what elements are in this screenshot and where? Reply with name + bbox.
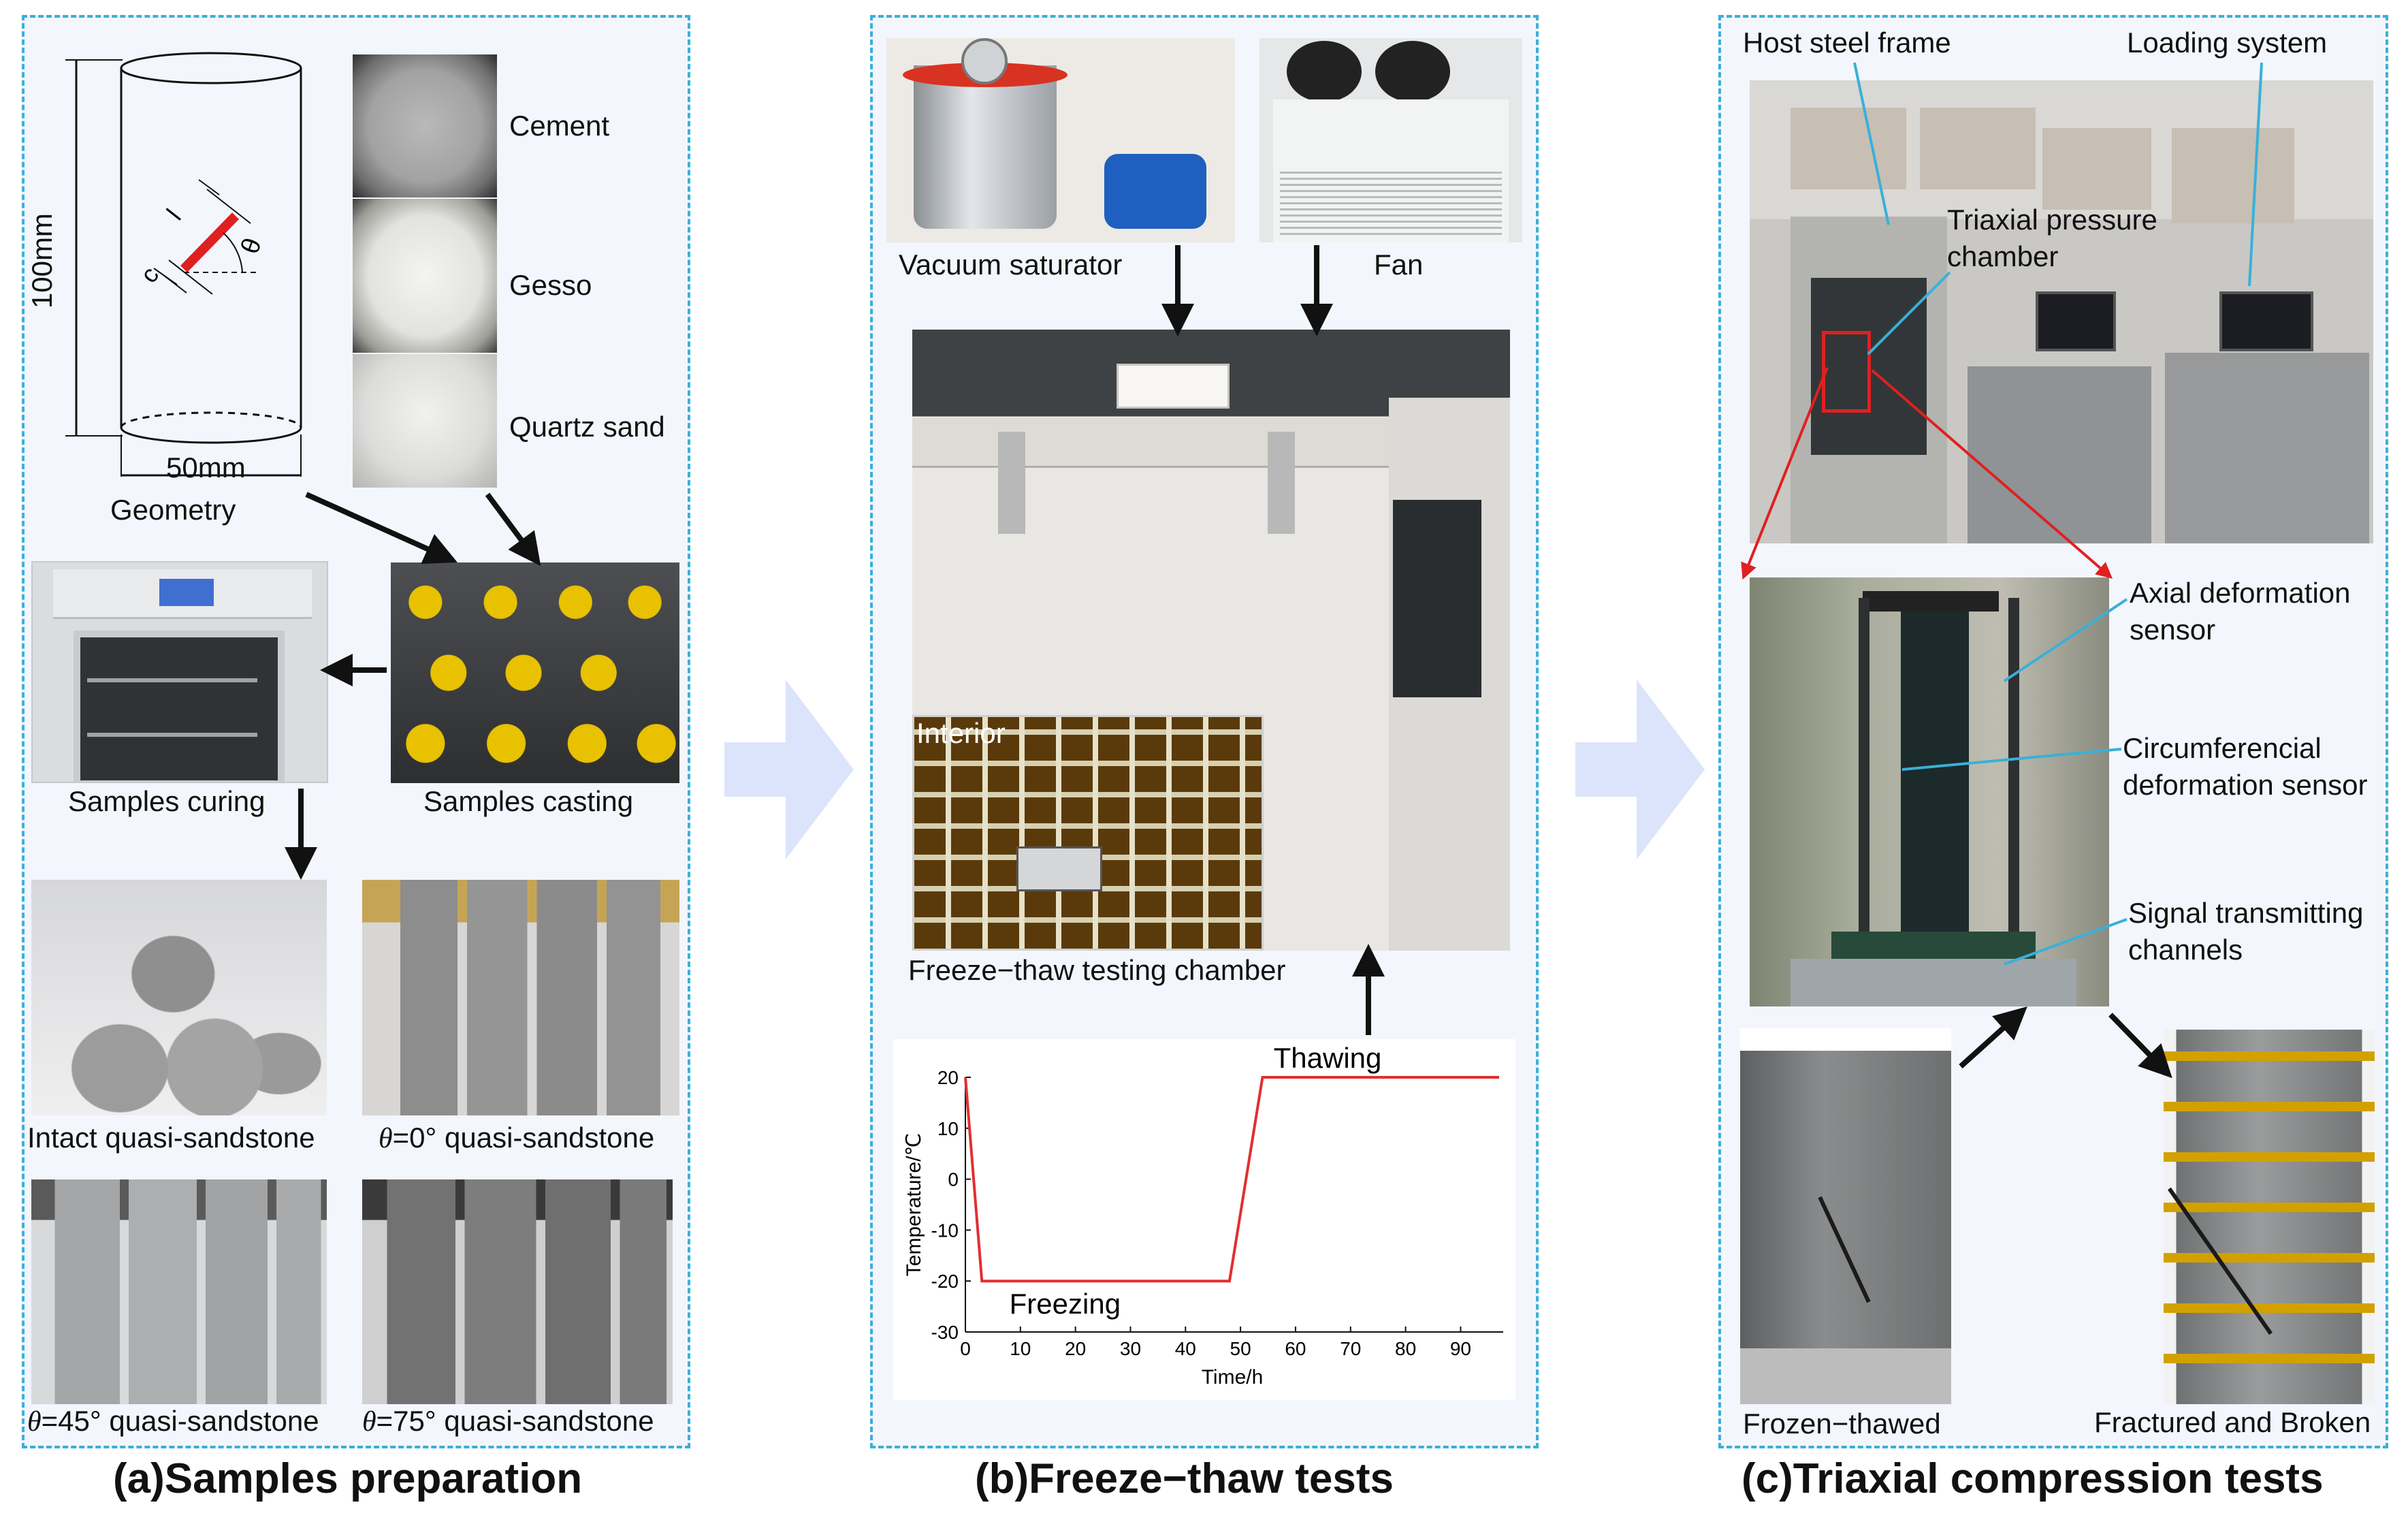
signal-channels-label-2: channels: [2128, 934, 2243, 966]
casting-molds-photo: [391, 562, 679, 783]
intact-sample-photo: [31, 880, 327, 1115]
callout-triaxial-chamber: [1867, 271, 1951, 355]
fractured-label: Fractured and Broken: [2094, 1406, 2371, 1438]
interior-label: Interior: [916, 717, 1006, 749]
arrow-assembly-to-fractured: [2108, 1013, 2172, 1079]
width-dimension-label: 50mm: [166, 451, 246, 483]
circumferential-sensor-label-2: deformation sensor: [2123, 769, 2368, 801]
samples-curing-label: Samples curing: [68, 785, 266, 817]
x-tick-label: 60: [1285, 1338, 1306, 1359]
theta75-sample-photo: [362, 1179, 673, 1404]
caption-panel-c: (c)Triaxial compression tests: [1741, 1455, 2324, 1502]
x-tick-label: 70: [1340, 1338, 1361, 1359]
arrow-frozen-to-assembly: [1959, 1006, 2027, 1068]
frozen-thawed-label: Frozen−thawed: [1743, 1408, 1941, 1440]
x-tick-label: 20: [1065, 1338, 1086, 1359]
sensor-assembly-photo: [1750, 577, 2109, 1006]
panel-b-arrows: [1161, 245, 1385, 1035]
theta45-sample-photo: [31, 1179, 327, 1404]
flow-arrow-b-to-c: [1575, 680, 1705, 859]
thawing-annotation: Thawing: [1274, 1042, 1382, 1074]
panel-a-arrows: [285, 492, 541, 880]
y-tick-label: -20: [931, 1271, 959, 1292]
callout-axial-sensor: [2003, 598, 2128, 682]
chamber-label: Freeze−thaw testing chamber: [908, 954, 1286, 986]
theta45-label: θ=45° quasi-sandstone: [27, 1405, 319, 1438]
freezing-annotation: Freezing: [1010, 1288, 1121, 1320]
y-tick-label: 0: [948, 1169, 959, 1190]
zoom-line-left: [1741, 367, 1829, 580]
triaxial-chamber-label-2: chamber: [1947, 240, 2059, 272]
gesso-photo: [353, 199, 497, 353]
theta-symbol: θ: [362, 1406, 376, 1438]
frozen-thawed-specimen-photo: [1740, 1028, 1951, 1404]
axial-sensor-label-1: Axial deformation: [2130, 577, 2351, 609]
y-tick-label: -30: [931, 1322, 959, 1343]
callout-signal-channels: [2004, 918, 2128, 966]
axial-sensor-label-2: sensor: [2130, 614, 2216, 646]
theta75-label: θ=75° quasi-sandstone: [362, 1405, 654, 1438]
x-tick-label: 50: [1230, 1338, 1251, 1359]
loading-system-photo: [1750, 80, 2373, 543]
loading-system-label: Loading system: [2127, 27, 2328, 59]
x-tick-label: 0: [960, 1338, 971, 1359]
x-axis-label: Time/h: [1202, 1366, 1264, 1389]
callout-host-frame: [1853, 62, 1890, 225]
flaw-line: [180, 212, 240, 272]
y-axis-label: Temperature/℃: [903, 1133, 925, 1276]
x-tick-label: 30: [1120, 1338, 1141, 1359]
gesso-label: Gesso: [509, 269, 592, 301]
quartz-sand-photo: [353, 354, 497, 488]
cement-label: Cement: [509, 110, 610, 142]
vacuum-saturator-label: Vacuum saturator: [899, 249, 1123, 281]
y-tick-label: 10: [937, 1118, 959, 1139]
temperature-curve: [964, 1076, 1499, 1283]
temperature-chart: 0 10 20 30 40 50 60 70 80 90 -30 -20 -10 0 10 20 Time/…: [903, 1042, 1503, 1389]
vacuum-saturator-photo: [886, 38, 1235, 242]
quartz-sand-label: Quartz sand: [509, 411, 665, 443]
curing-oven-photo: [31, 561, 328, 783]
theta0-text: =0° quasi-sandstone: [392, 1122, 655, 1154]
callout-loading-system: [2248, 62, 2263, 287]
fan-photo: [1259, 38, 1522, 242]
theta-symbol: θ: [27, 1406, 42, 1438]
callout-circumferential-sensor: [1901, 748, 2122, 771]
fan-label: Fan: [1374, 249, 1424, 281]
theta75-text: =75° quasi-sandstone: [376, 1405, 654, 1437]
theta0-label: θ=0° quasi-sandstone: [379, 1122, 654, 1154]
triaxial-chamber-label-1: Triaxial pressure: [1947, 204, 2157, 236]
zoom-line-right: [1871, 369, 2113, 579]
arrow-materials-to-casting: [485, 492, 541, 567]
circumferential-sensor-label-1: Circumferencial: [2123, 732, 2322, 764]
geometry-label: Geometry: [110, 494, 236, 526]
temperature-chart-card: [893, 1039, 1515, 1400]
x-tick-label: 40: [1175, 1338, 1196, 1359]
geometry-drawing: l c θ: [65, 52, 302, 477]
y-tick-label: -10: [931, 1220, 959, 1241]
flow-arrow-a-to-b: [724, 680, 854, 859]
signal-channels-label-1: Signal transmitting: [2128, 897, 2364, 929]
intact-label: Intact quasi-sandstone: [27, 1122, 315, 1154]
theta0-sample-photo: [362, 880, 679, 1115]
caption-panel-a: (a)Samples preparation: [113, 1455, 583, 1502]
arrow-geometry-to-casting: [305, 492, 457, 565]
cement-photo: [353, 54, 497, 197]
samples-casting-label: Samples casting: [423, 785, 634, 817]
y-tick-label: 20: [937, 1067, 959, 1088]
panel-c-callouts: [1741, 62, 2263, 1079]
caption-panel-b: (b)Freeze−thaw tests: [975, 1455, 1394, 1502]
theta-symbol: θ: [379, 1123, 393, 1154]
host-steel-frame-label: Host steel frame: [1743, 27, 1951, 59]
x-tick-label: 90: [1450, 1338, 1471, 1359]
chamber-interior-photo: [912, 715, 1264, 951]
fractured-specimen-photo: [2164, 1030, 2375, 1404]
x-tick-label: 10: [1010, 1338, 1031, 1359]
theta45-text: =45° quasi-sandstone: [41, 1405, 319, 1437]
x-tick-label: 80: [1395, 1338, 1416, 1359]
